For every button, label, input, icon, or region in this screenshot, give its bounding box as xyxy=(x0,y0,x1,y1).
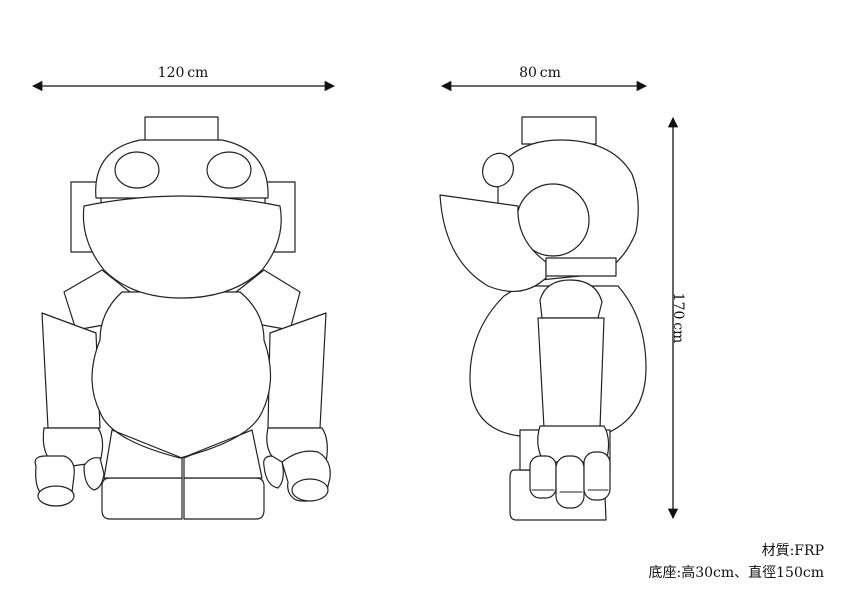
front-head-top-block xyxy=(144,116,219,144)
front-width-label: 120 cm xyxy=(158,65,209,81)
front-right-thumb xyxy=(291,478,329,502)
front-right-finger xyxy=(263,455,284,489)
side-finger-1 xyxy=(529,455,557,499)
side-shoulder-cap xyxy=(539,279,603,319)
front-visor xyxy=(82,195,282,299)
material-note: 材質:FRP xyxy=(761,543,824,559)
front-torso xyxy=(91,291,272,459)
dimension-lines: 120 cm 80 cm 170 cm xyxy=(31,65,686,520)
front-view xyxy=(34,116,331,520)
side-finger-creases xyxy=(531,489,609,493)
spec-notes: 材質:FRP 底座:高30cm、直徑150cm xyxy=(649,540,825,584)
height-label: 170 cm xyxy=(670,293,686,344)
side-visor xyxy=(439,194,547,292)
front-left-arm xyxy=(41,312,101,429)
front-right-foot xyxy=(183,477,265,520)
front-left-eye xyxy=(114,151,160,189)
base-note: 底座:高30cm、直徑150cm xyxy=(648,565,825,581)
side-antenna-knob xyxy=(482,152,514,188)
side-finger-3 xyxy=(583,451,611,501)
side-arm xyxy=(537,317,605,429)
front-left-finger xyxy=(83,457,105,491)
front-left-foot xyxy=(101,477,183,520)
front-torso-hem xyxy=(111,429,253,459)
side-neck xyxy=(545,257,617,277)
side-view xyxy=(439,116,647,521)
side-finger-2 xyxy=(555,455,585,509)
front-right-eye xyxy=(206,151,252,189)
side-width-label: 80 cm xyxy=(519,65,561,81)
front-left-thumb xyxy=(37,485,75,507)
front-right-arm xyxy=(267,312,327,429)
